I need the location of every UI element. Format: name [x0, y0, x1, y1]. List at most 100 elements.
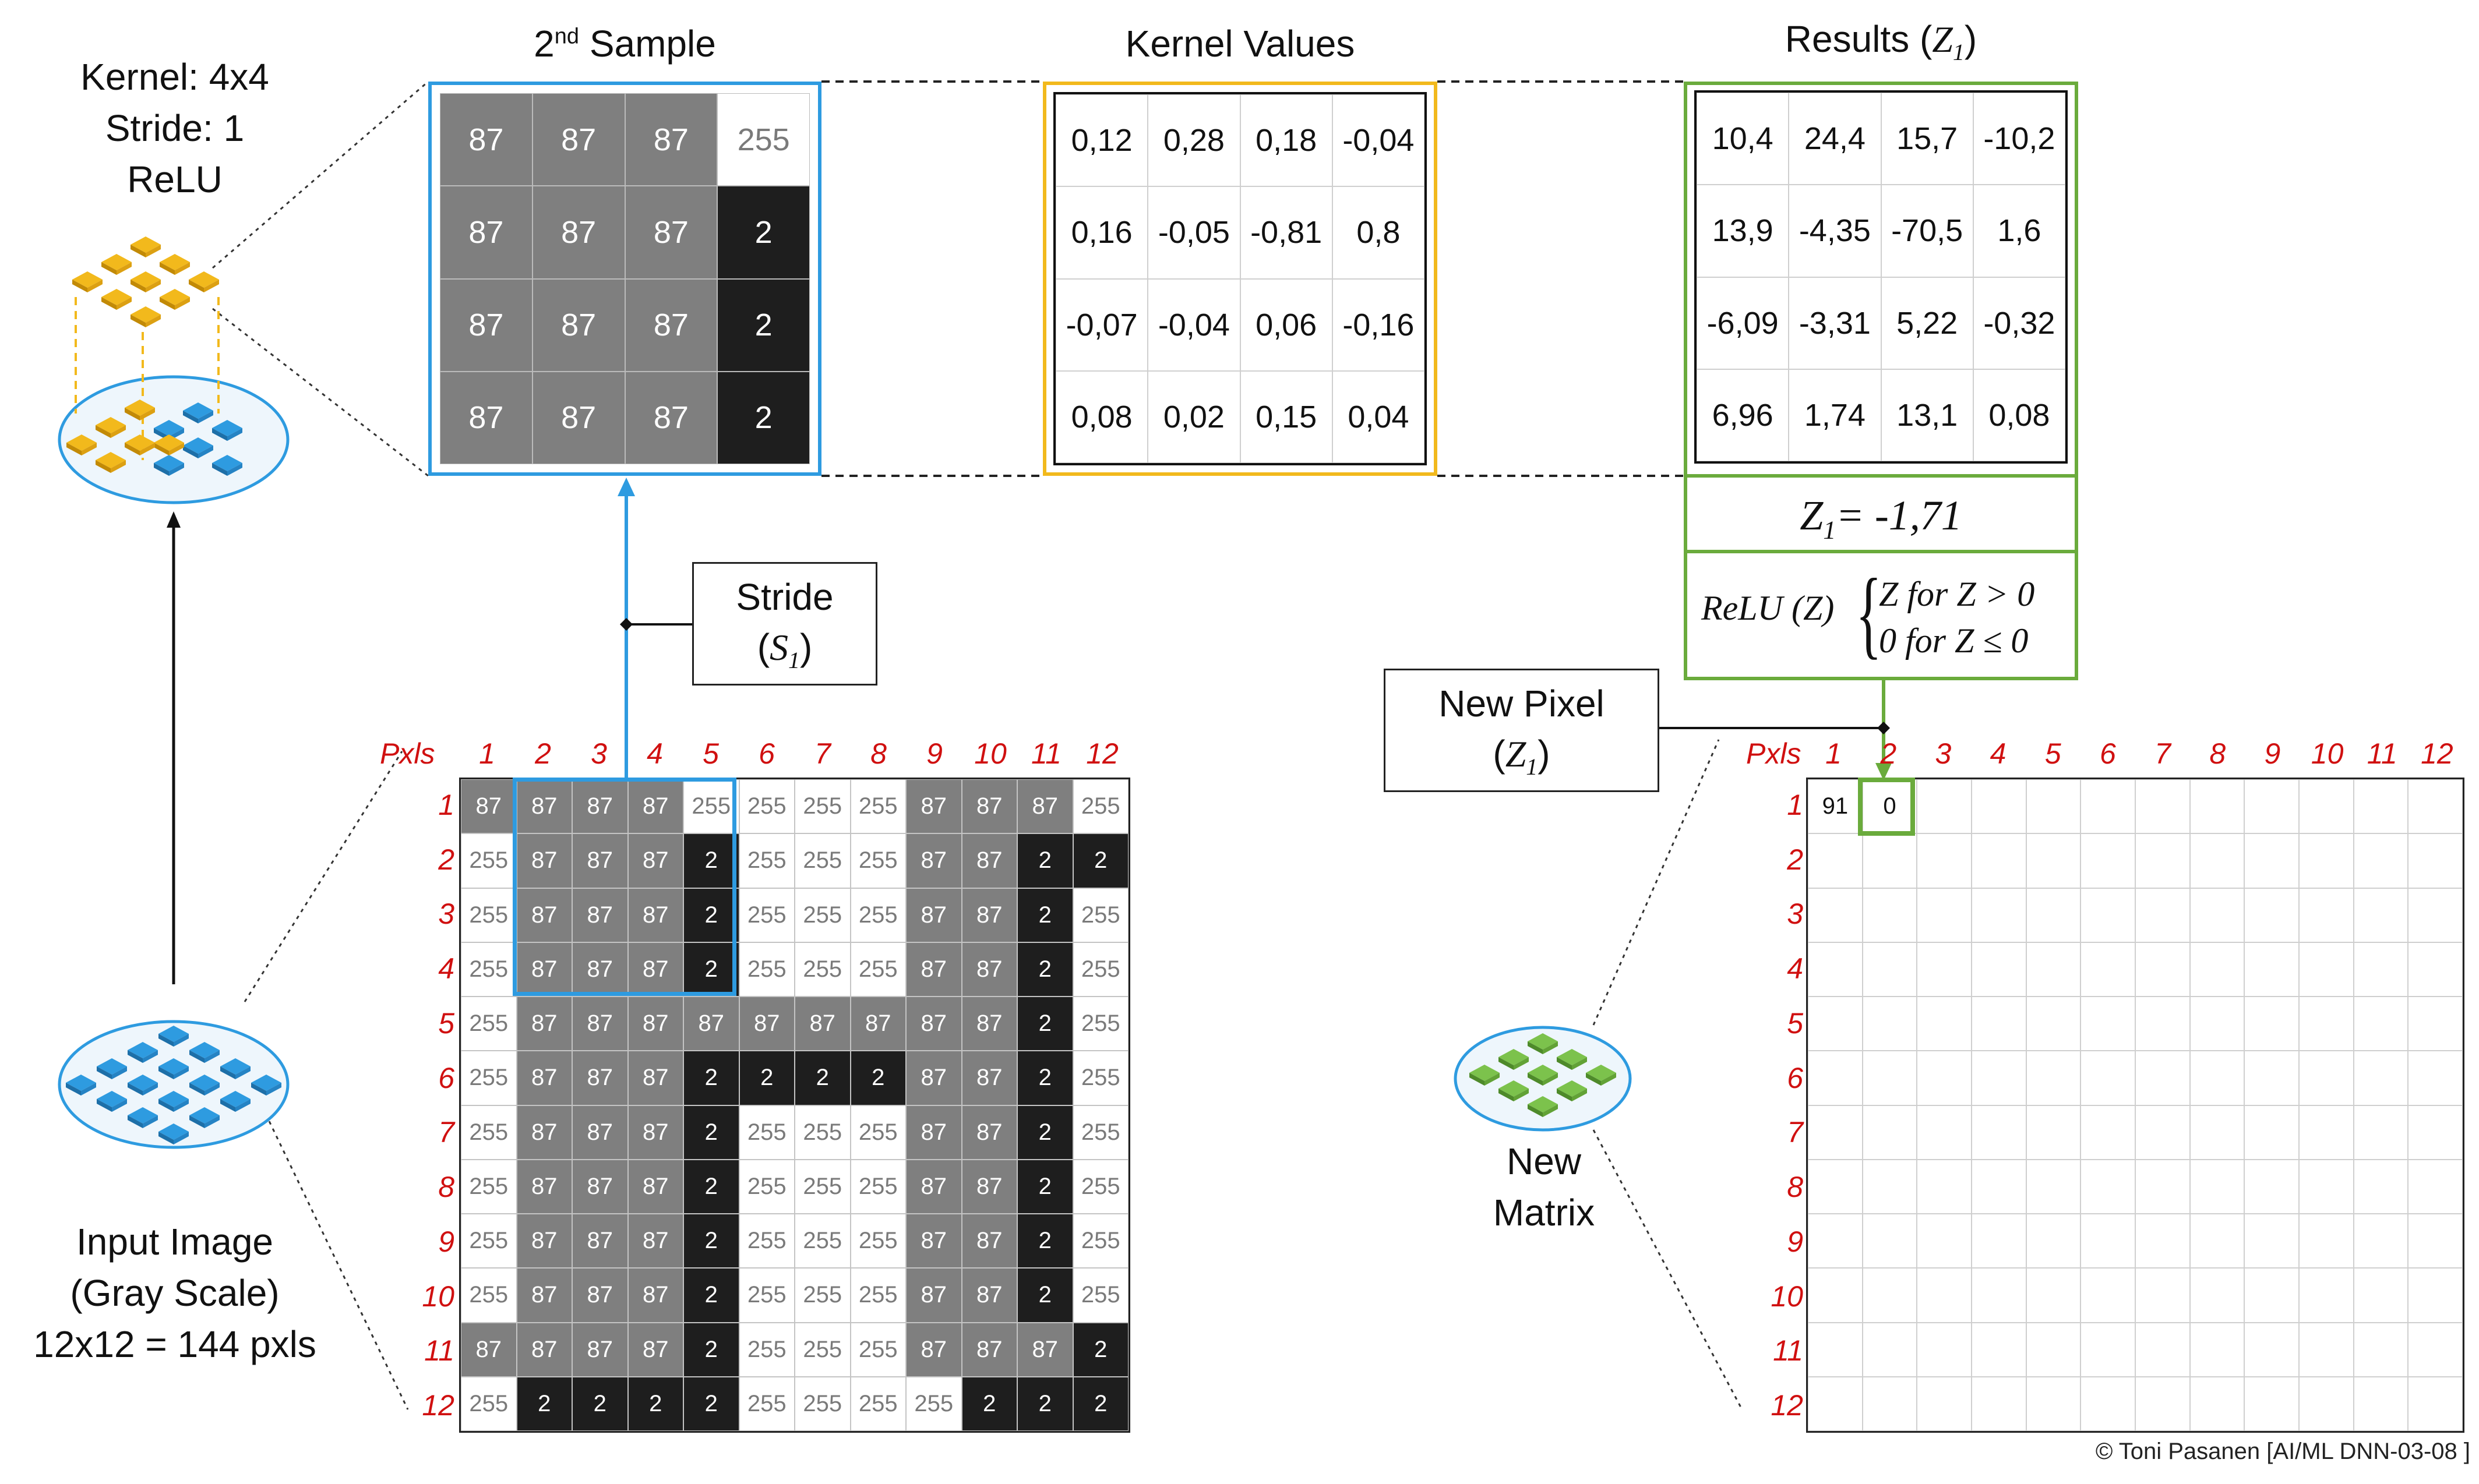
input-cell: 87: [572, 997, 628, 1051]
kernel-cell: -0,05: [1148, 186, 1240, 279]
output-cell: [2189, 1268, 2245, 1323]
result-cell: 6,96: [1697, 369, 1789, 461]
output-cell: [2026, 1322, 2081, 1377]
input-cell: 87: [850, 997, 906, 1051]
input-cell: 87: [906, 1051, 962, 1105]
input-cell: 2: [627, 1376, 683, 1431]
output-col-label-3: 3: [1935, 737, 1952, 770]
new-matrix-caption-line1: New: [1506, 1140, 1582, 1182]
sample-cell: 87: [440, 186, 533, 279]
stride-label-text: Stride: [736, 576, 834, 618]
output-cell: [2189, 997, 2245, 1051]
stride-label-box: Stride (S1): [692, 562, 877, 686]
output-col-label-6: 6: [2100, 737, 2116, 770]
input-cell: 255: [1073, 779, 1129, 834]
kernel-cell: 0,8: [1332, 186, 1424, 279]
output-cell: [1917, 833, 1972, 888]
input-cell: 255: [795, 1268, 851, 1323]
z1-result: Z1= -1,71: [1800, 492, 1962, 545]
input-image-size: 12x12 = 144 pxls: [33, 1323, 316, 1365]
output-row-label-9: 9: [1787, 1225, 1803, 1258]
input-cell: 2: [683, 1376, 739, 1431]
result-cell: 13,9: [1697, 185, 1789, 277]
kernel-cell: 0,08: [1056, 370, 1148, 463]
input-cell: 2: [516, 1376, 572, 1431]
output-cell: [2244, 1051, 2299, 1105]
input-cell: 255: [850, 1376, 906, 1431]
kernel-cell: 0,18: [1240, 94, 1332, 187]
kernel-stack-icon: [58, 236, 290, 504]
input-cell: 87: [795, 997, 851, 1051]
output-cell: [1808, 833, 1863, 888]
input-cell: 255: [1073, 1214, 1129, 1269]
output-cell: [2080, 779, 2135, 834]
kernel-size-label: Kernel: 4x4: [80, 56, 269, 98]
output-cell: [1808, 1322, 1863, 1377]
output-cell: [2026, 779, 2081, 834]
input-cell: 2: [683, 1051, 739, 1105]
output-cell: [2080, 1051, 2135, 1105]
output-cell: [2026, 997, 2081, 1051]
input-image-caption: Input Image (Gray Scale) 12x12 = 144 pxl…: [12, 1216, 338, 1370]
output-cell: [1808, 1214, 1863, 1269]
kernel-cell: -0,04: [1332, 94, 1424, 187]
input-cell: 87: [572, 779, 628, 834]
new-matrix-caption: New Matrix: [1457, 1136, 1631, 1238]
input-cell: 255: [461, 1376, 517, 1431]
input-cell: 255: [739, 942, 795, 997]
input-cell: 87: [572, 1105, 628, 1160]
kernel-values-title: Kernel Values: [1125, 23, 1355, 65]
input-cell: 87: [961, 997, 1017, 1051]
output-cell: [1917, 997, 1972, 1051]
kernel-cell: 0,28: [1148, 94, 1240, 187]
input-row-label-11: 11: [424, 1334, 454, 1368]
input-cell: 87: [906, 1159, 962, 1214]
input-cell: 255: [461, 833, 517, 888]
input-cell: 87: [627, 942, 683, 997]
output-cell: [2026, 833, 2081, 888]
output-cell: [2353, 997, 2409, 1051]
input-cell: 2: [683, 1322, 739, 1377]
input-cell: 87: [572, 942, 628, 997]
input-cell: 255: [850, 1105, 906, 1160]
new-pixel-label-text: New Pixel: [1438, 683, 1605, 725]
input-cell: 2: [961, 1376, 1017, 1431]
output-cell: [1862, 1051, 1917, 1105]
output-cell: [1808, 1105, 1863, 1160]
output-cell: [2189, 1105, 2245, 1160]
input-cell: 2: [1017, 942, 1073, 997]
input-cell: 87: [461, 1322, 517, 1377]
input-cell: 87: [516, 1268, 572, 1323]
input-cell: 255: [1073, 888, 1129, 942]
output-row-label-6: 6: [1787, 1061, 1803, 1094]
input-cell: 2: [1073, 1376, 1129, 1431]
output-cell: [2135, 1214, 2190, 1269]
input-cell: 255: [795, 1159, 851, 1214]
result-cell: 13,1: [1881, 369, 1973, 461]
output-cell: [2408, 1214, 2463, 1269]
result-cell: 24,4: [1789, 93, 1881, 185]
input-cell: 2: [683, 1214, 739, 1269]
input-cell: 87: [572, 1268, 628, 1323]
input-cell: 255: [1073, 1051, 1129, 1105]
output-cell: [2353, 1268, 2409, 1323]
input-cell: 2: [1017, 888, 1073, 942]
input-cell: 87: [627, 1322, 683, 1377]
input-cell: 87: [627, 833, 683, 888]
output-cell: [1808, 1051, 1863, 1105]
input-pxls-label: Pxls: [380, 737, 435, 770]
input-cell: 2: [1017, 1214, 1073, 1269]
zoom-lines: [212, 80, 1743, 1410]
input-cell: 87: [627, 997, 683, 1051]
input-col-label-7: 7: [814, 737, 831, 770]
result-cell: 1,6: [1973, 185, 2065, 277]
input-cell: 2: [850, 1051, 906, 1105]
input-cell: 87: [961, 833, 1017, 888]
output-cell: [1808, 997, 1863, 1051]
output-cell: [1917, 1051, 1972, 1105]
output-row-label-5: 5: [1787, 1006, 1803, 1040]
output-cell: [1917, 1159, 1972, 1214]
input-cell: 255: [1073, 997, 1129, 1051]
